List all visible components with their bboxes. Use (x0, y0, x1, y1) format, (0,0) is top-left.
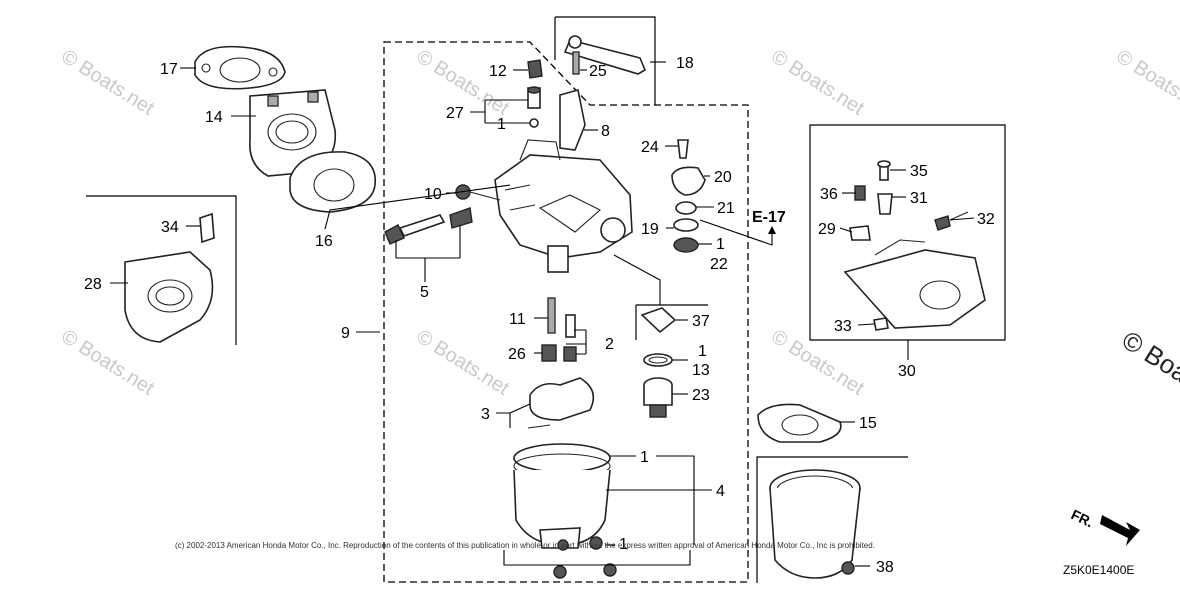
jet-part-2 (565, 314, 576, 338)
cap-part-12 (527, 59, 543, 79)
cup-part-38 (769, 469, 861, 579)
callout-13: 13 (692, 362, 710, 379)
gasket-part-15 (757, 403, 842, 443)
callout-20: 20 (714, 169, 732, 186)
pilot-screw-part-5 (384, 207, 473, 245)
watermark: © Boats.net (1117, 325, 1180, 423)
pin-part-11 (547, 297, 556, 334)
callout-21: 21 (717, 200, 735, 217)
callout-12: 12 (489, 63, 507, 80)
dowel-pin-part-34 (199, 212, 215, 244)
callout-14: 14 (205, 109, 223, 126)
callout-27: 27 (446, 105, 464, 122)
nut-part-36 (854, 185, 866, 201)
lever-group-box (555, 16, 656, 105)
spring-part-32 (934, 211, 969, 231)
insulator-group-box (86, 195, 237, 345)
callout-1-top: 1 (497, 116, 506, 133)
callout-11: 11 (509, 311, 526, 328)
callout-37: 37 (692, 313, 710, 330)
watermark: © Boats.net (767, 46, 868, 120)
spring-part-26 (541, 344, 577, 362)
reference-e17: E-17 (699, 209, 786, 246)
bracket-group-box (809, 124, 1006, 341)
front-arrow: FR. (1069, 506, 1140, 546)
callout-25: 25 (589, 63, 607, 80)
lever-part-8 (559, 88, 586, 151)
carburetor-body (494, 139, 633, 273)
callout-33: 33 (834, 318, 852, 335)
callout-2: 2 (605, 336, 614, 353)
bolt-part-31 (877, 193, 893, 215)
bracket-part-30 (843, 239, 986, 329)
clip-part-29 (849, 225, 871, 241)
callout-38: 38 (876, 559, 894, 576)
callout-34: 34 (161, 219, 179, 236)
callout-1-bottom: 1 (619, 536, 628, 553)
callout-10: 10 (424, 186, 442, 203)
leader-lines (110, 61, 975, 567)
callout-1-chamber: 1 (640, 449, 649, 466)
front-arrow-label: FR. (1069, 506, 1096, 530)
callout-17: 17 (160, 61, 178, 78)
callout-24: 24 (641, 139, 659, 156)
callout-23: 23 (692, 387, 710, 404)
float-valve-box (635, 304, 708, 340)
drain-bolt-part-23 (643, 377, 673, 418)
callout-32: 32 (977, 211, 995, 228)
group-outlines (86, 16, 1006, 583)
callout-1-oring: 1 (698, 343, 707, 360)
float-valve-part-37 (640, 307, 677, 334)
callout-28: 28 (84, 276, 102, 293)
callout-29: 29 (818, 221, 836, 238)
screw-part-25 (572, 51, 580, 75)
callout-35: 35 (910, 163, 928, 180)
screw-part-35 (877, 160, 891, 181)
callout-15: 15 (859, 415, 877, 432)
screw-part-24 (677, 139, 689, 159)
cup-group-box (756, 456, 908, 583)
diagram-code: Z5K0E1400E (1063, 563, 1134, 577)
reference-label: E-17 (752, 209, 786, 226)
float-chamber-part-4 (513, 443, 611, 549)
watermark: © Boats.net (57, 46, 158, 120)
callout-labels: 17 14 16 34 28 18 25 12 27 1 8 24 20 21 … (84, 55, 995, 576)
callout-18: 18 (676, 55, 694, 72)
jet-part-27 (527, 86, 541, 128)
washer-part-21 (675, 201, 697, 215)
valve-part-19-22 (673, 218, 699, 253)
lever-part-18 (563, 35, 647, 75)
watermark: © Boats.net (1112, 46, 1180, 120)
callout-1-valve: 1 (716, 236, 725, 253)
callout-4: 4 (716, 483, 725, 500)
watermark: © Boats.net (767, 326, 868, 400)
o-ring-part-13 (643, 353, 673, 367)
callout-8: 8 (601, 123, 610, 140)
carburetor-group-box (383, 41, 749, 583)
gasket-part-17 (194, 45, 286, 90)
gasket-part-16 (289, 151, 376, 213)
drain-bolts (553, 536, 617, 579)
callout-22: 22 (710, 256, 728, 273)
callout-30: 30 (898, 363, 916, 380)
callout-36: 36 (820, 186, 838, 203)
callout-5: 5 (420, 284, 429, 301)
watermark: © Boats.net (412, 326, 513, 400)
insulator-part-28 (124, 251, 214, 343)
cover-part-20 (671, 166, 706, 196)
float-part-3 (527, 377, 595, 429)
insulator-part-14 (249, 89, 337, 177)
callout-9: 9 (341, 325, 350, 342)
copyright-notice: (c) 2002-2013 American Honda Motor Co., … (175, 541, 875, 550)
clip-part-33 (873, 317, 889, 331)
callout-26: 26 (508, 346, 526, 363)
callout-3: 3 (481, 406, 490, 423)
callout-31: 31 (910, 190, 928, 207)
callout-19: 19 (641, 221, 659, 238)
callout-16: 16 (315, 233, 333, 250)
